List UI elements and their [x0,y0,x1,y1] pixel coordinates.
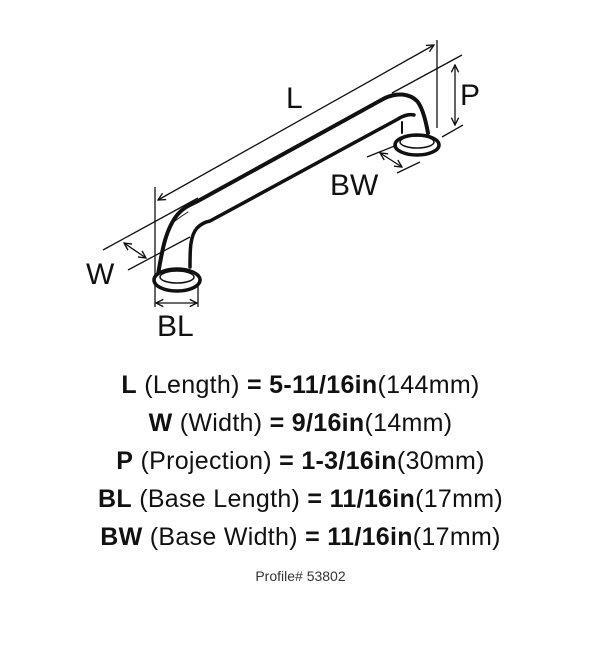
dimension-lines [102,40,464,307]
spec-metric: (17mm) [415,485,503,513]
spec-name: (Base Width) [149,523,298,551]
spec-eq: = [279,447,295,475]
spec-width: W (Width) = 9/16in(14mm) [0,404,601,442]
label-p: P [460,79,480,112]
spec-metric: (14mm) [364,409,453,437]
spec-imperial: 1-3/16in [301,447,397,475]
spec-imperial: 11/16in [329,485,416,513]
base-width-arrow [380,153,402,167]
spec-imperial: 5-11/16in [269,371,378,399]
spec-abbr: P [116,447,134,475]
spec-name: (Length) [144,371,240,399]
spec-eq: = [305,523,321,551]
spec-imperial: 9/16in [291,409,365,437]
handle-diagram: L P BW W BL [86,40,480,343]
label-w: W [86,258,115,291]
label-l: L [286,82,303,115]
left-base [152,267,202,293]
handle-shape [152,92,441,293]
spec-eq: = [269,409,285,437]
spec-length: L (Length) = 5-11/16in(144mm) [0,366,601,404]
spec-abbr: BW [100,523,143,551]
length-arrow [158,45,434,200]
spec-name: (Projection) [140,447,272,475]
spec-base-width: BW (Base Width) = 11/16in(17mm) [0,518,601,556]
label-bl: BL [157,310,194,343]
spec-name: (Width) [179,409,263,437]
spec-imperial: 11/16in [327,523,413,551]
spec-base-length: BL (Base Length) = 11/16in(17mm) [0,480,601,518]
spec-metric: (17mm) [412,523,501,551]
width-arrow [124,243,146,258]
spec-abbr: L [121,371,137,399]
spec-list: L (Length) = 5-11/16in(144mm) W (Width) … [0,366,601,556]
spec-eq: = [246,371,262,399]
spec-name: (Base Length) [139,485,301,513]
profile-number: Profile# 53802 [255,568,346,584]
spec-abbr: W [148,409,173,437]
spec-eq: = [307,485,323,513]
spec-metric: (144mm) [377,371,480,399]
spec-projection: P (Projection) = 1-3/16in(30mm) [0,442,601,480]
spec-metric: (30mm) [396,447,485,475]
right-base [393,133,441,157]
label-bw: BW [330,169,379,202]
spec-abbr: BL [98,485,132,513]
